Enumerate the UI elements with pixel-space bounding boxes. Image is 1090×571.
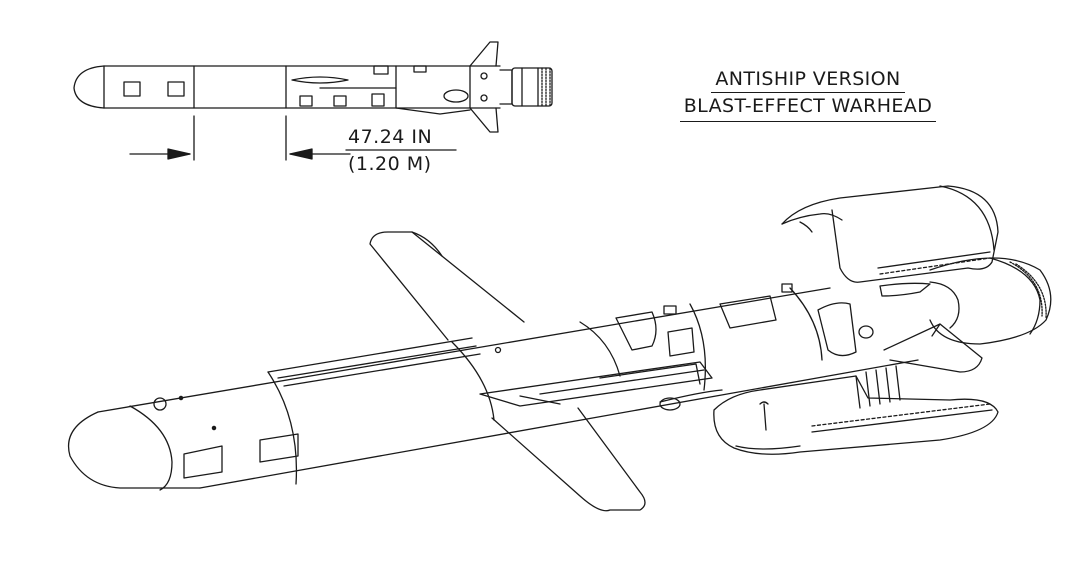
window-front-right [259, 433, 299, 463]
window-front-left [183, 445, 223, 479]
title-block: ANTISHIP VERSION BLAST-EFFECT WARHEAD [662, 66, 954, 122]
engine-nozzle [929, 257, 1052, 345]
rear-lower-fin [883, 323, 983, 373]
upper-wing [369, 231, 525, 341]
profile-nose [73, 65, 105, 109]
lower-shroud [713, 375, 999, 455]
nose-seam [129, 405, 173, 491]
profile-lower-fin [469, 107, 499, 133]
dimension-metric: (1.20 M) [348, 153, 432, 175]
title-line-2: BLAST-EFFECT WARHEAD [679, 93, 937, 122]
lower-wing [491, 407, 646, 512]
profile-nozzle [511, 67, 553, 107]
profile-upper-fin [469, 41, 499, 67]
dimension-imperial: 47.24 IN [348, 126, 433, 148]
dimension-marks [129, 115, 457, 161]
title-line-1: ANTISHIP VERSION [711, 66, 905, 93]
nose-cone [68, 411, 201, 489]
isometric-exploded-view [68, 185, 1052, 512]
profile-body [103, 65, 501, 109]
fuselage [97, 287, 919, 489]
upper-shroud [781, 185, 999, 283]
side-profile-view [73, 41, 553, 133]
